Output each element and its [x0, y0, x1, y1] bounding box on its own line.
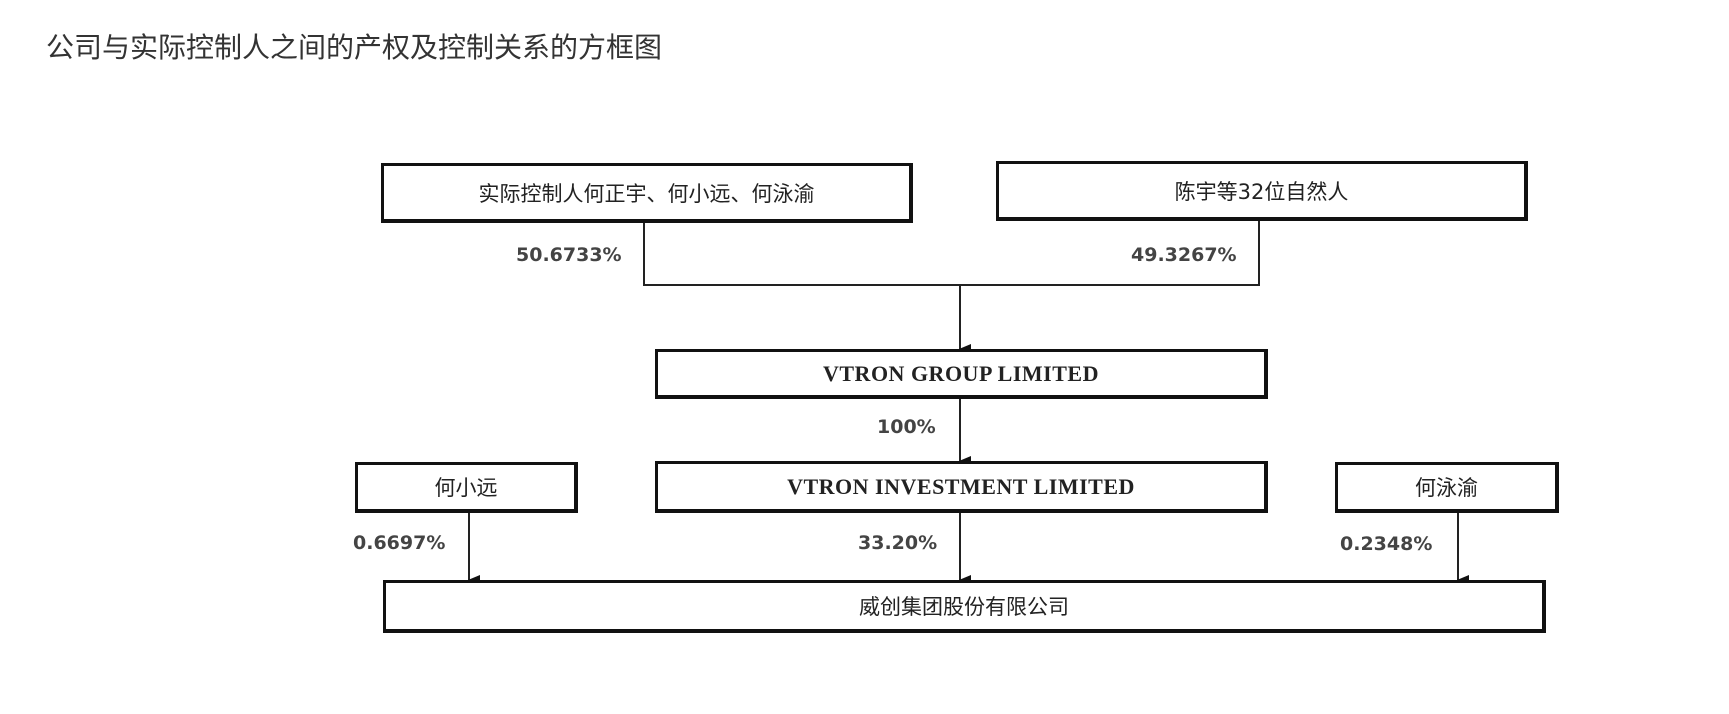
node-vtron-group: VTRON GROUP LIMITED: [655, 349, 1268, 399]
node-natural-persons: 陈宇等32位自然人: [996, 161, 1528, 221]
label-natural-share: 49.3267%: [1131, 244, 1237, 266]
node-he-yongyu: 何泳渝: [1335, 462, 1559, 513]
node-company: 威创集团股份有限公司: [383, 580, 1546, 633]
label-xiaoyuan-share: 0.6697%: [353, 532, 446, 554]
page-title: 公司与实际控制人之间的产权及控制关系的方框图: [46, 31, 663, 64]
merge-line: [643, 221, 1260, 286]
label-group-share: 100%: [877, 416, 936, 438]
node-controllers: 实际控制人何正宇、何小远、何泳渝: [381, 163, 913, 223]
label-yongyu-share: 0.2348%: [1340, 533, 1433, 555]
label-controllers-share: 50.6733%: [516, 244, 622, 266]
node-vtron-investment: VTRON INVESTMENT LIMITED: [655, 461, 1268, 513]
node-he-xiaoyuan: 何小远: [355, 462, 578, 513]
label-investment-share: 33.20%: [858, 532, 938, 554]
